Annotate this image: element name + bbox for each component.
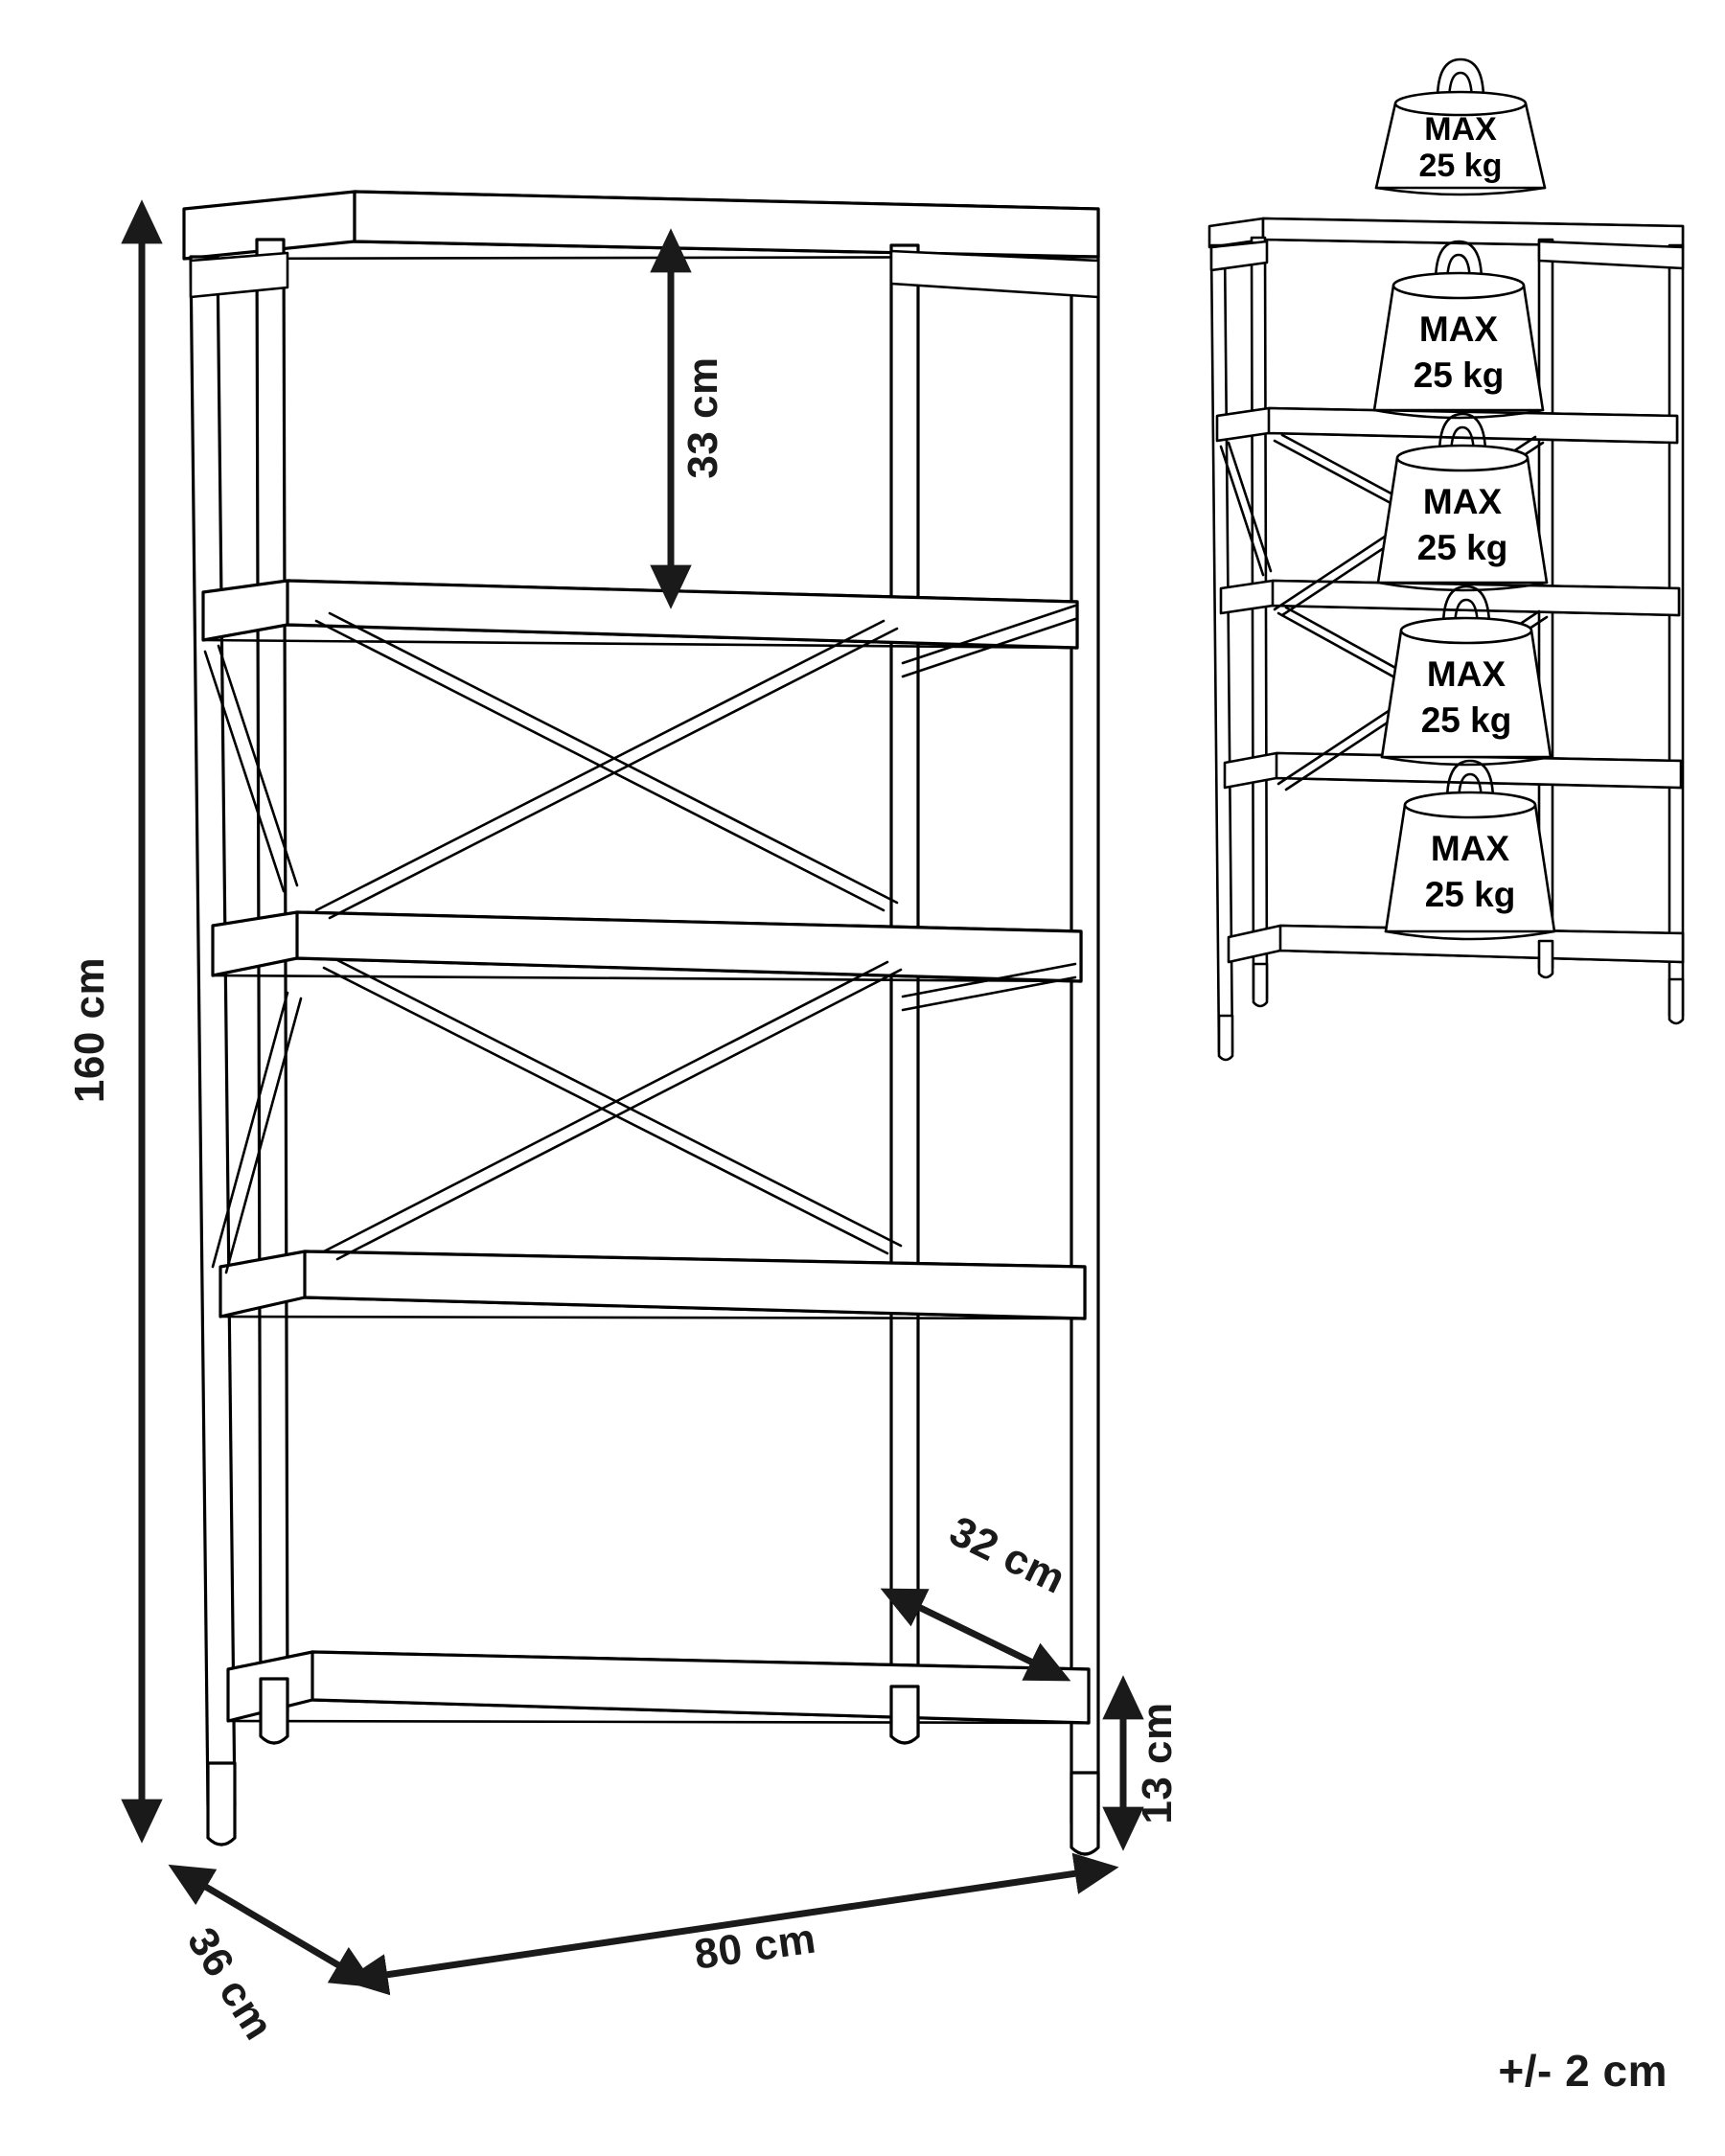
weight-icon-2-max: MAX (1423, 482, 1503, 521)
dimension-shelf-depth-label: 32 cm (942, 1507, 1072, 1603)
x-brace-upper (314, 611, 899, 920)
weight-icon-4: MAX 25 kg (1384, 759, 1556, 941)
feet (206, 1677, 1100, 1856)
dimension-height-label: 160 cm (66, 957, 113, 1103)
tolerance-note: +/- 2 cm (1498, 2046, 1668, 2096)
weight-icon-4-value: 25 kg (1425, 875, 1516, 914)
shelf-4-bottom (226, 1650, 1091, 1725)
side-braces-right (901, 604, 1077, 1012)
weight-icon-2: MAX 25 kg (1376, 412, 1549, 592)
dimension-height: 160 cm (66, 199, 163, 1844)
dimension-ground-gap: 13 cm (1102, 1675, 1181, 1851)
main-shelf-unit (182, 190, 1100, 1856)
weight-icon-0: MAX 25 kg (1374, 57, 1547, 196)
mini-shelf-2 (1219, 579, 1681, 617)
dimension-depth: 36 cm (168, 1864, 377, 2048)
weight-icon-1-max: MAX (1419, 310, 1499, 349)
mini-top-rails (1209, 240, 1685, 272)
x-brace-lower (322, 958, 903, 1261)
weight-icon-1: MAX 25 kg (1372, 240, 1545, 420)
mini-shelf-4 (1227, 924, 1685, 964)
shelf-2 (211, 910, 1083, 983)
mini-feet (1217, 939, 1685, 1062)
weight-icon-4-max: MAX (1431, 829, 1510, 868)
shelf-1 (201, 579, 1079, 650)
dimension-depth-label: 36 cm (178, 1919, 283, 2048)
mini-shelf-1 (1215, 406, 1679, 445)
dimension-shelf-gap: 33 cm (650, 228, 726, 609)
side-braces-left (203, 644, 303, 1274)
dimension-shelf-depth: 32 cm (880, 1507, 1072, 1682)
dimension-ground-gap-label: 13 cm (1134, 1702, 1181, 1823)
shelf-3 (218, 1250, 1087, 1320)
top-board (182, 190, 1100, 261)
top-rails (189, 249, 1100, 299)
weight-icon-0-max: MAX (1424, 111, 1497, 148)
weight-icon-1-value: 25 kg (1414, 356, 1505, 395)
weight-icon-2-value: 25 kg (1417, 528, 1508, 567)
weight-icon-3-max: MAX (1427, 654, 1506, 694)
weight-icon-3: MAX 25 kg (1380, 585, 1552, 767)
mini-top-board (1208, 217, 1685, 249)
frame-posts (189, 238, 1100, 1824)
dimension-width: 80 cm (343, 1852, 1119, 1996)
dimension-shelf-gap-label: 33 cm (679, 356, 726, 478)
weight-icon-3-value: 25 kg (1421, 700, 1512, 740)
weight-icon-0-value: 25 kg (1419, 148, 1503, 184)
load-capacity-diagram: MAX 25 kg MAX 25 kg MAX 25 (1208, 57, 1685, 1062)
